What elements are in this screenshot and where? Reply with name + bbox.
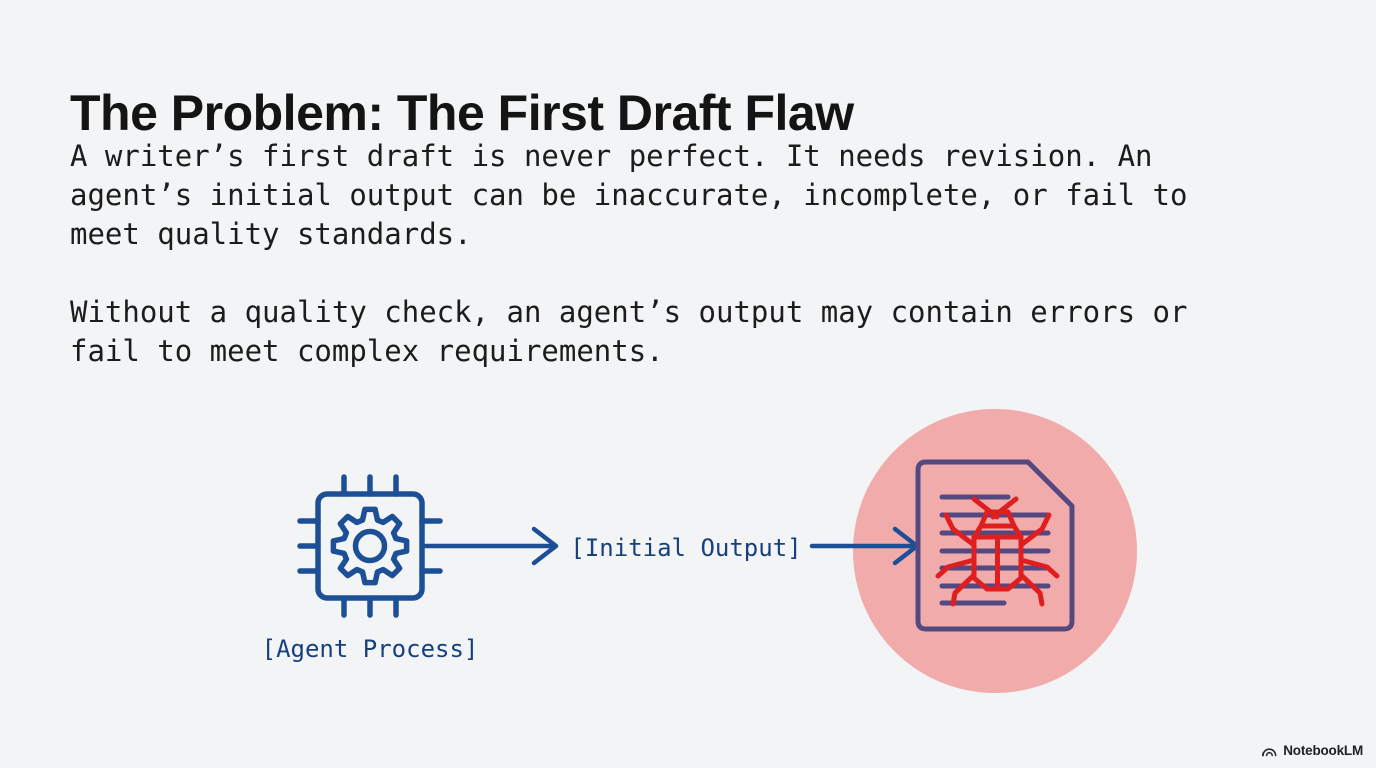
notebooklm-brand-text: NotebookLM [1283, 743, 1363, 758]
chip-gear-icon [297, 474, 443, 618]
body-paragraph-2: Without a quality check, an agent’s outp… [70, 295, 1188, 368]
bug-document-icon [915, 459, 1075, 632]
arrow-right-icon [419, 526, 559, 566]
agent-process-label: [Agent Process] [261, 635, 479, 663]
body-paragraph-1: A writer’s first draft is never perfect.… [70, 139, 1188, 251]
notebooklm-logo-icon [1262, 747, 1277, 756]
notebooklm-watermark: NotebookLM [1261, 743, 1363, 758]
initial-output-label: [Initial Output] [570, 534, 802, 562]
slide-title: The Problem: The First Draft Flaw [70, 84, 854, 141]
